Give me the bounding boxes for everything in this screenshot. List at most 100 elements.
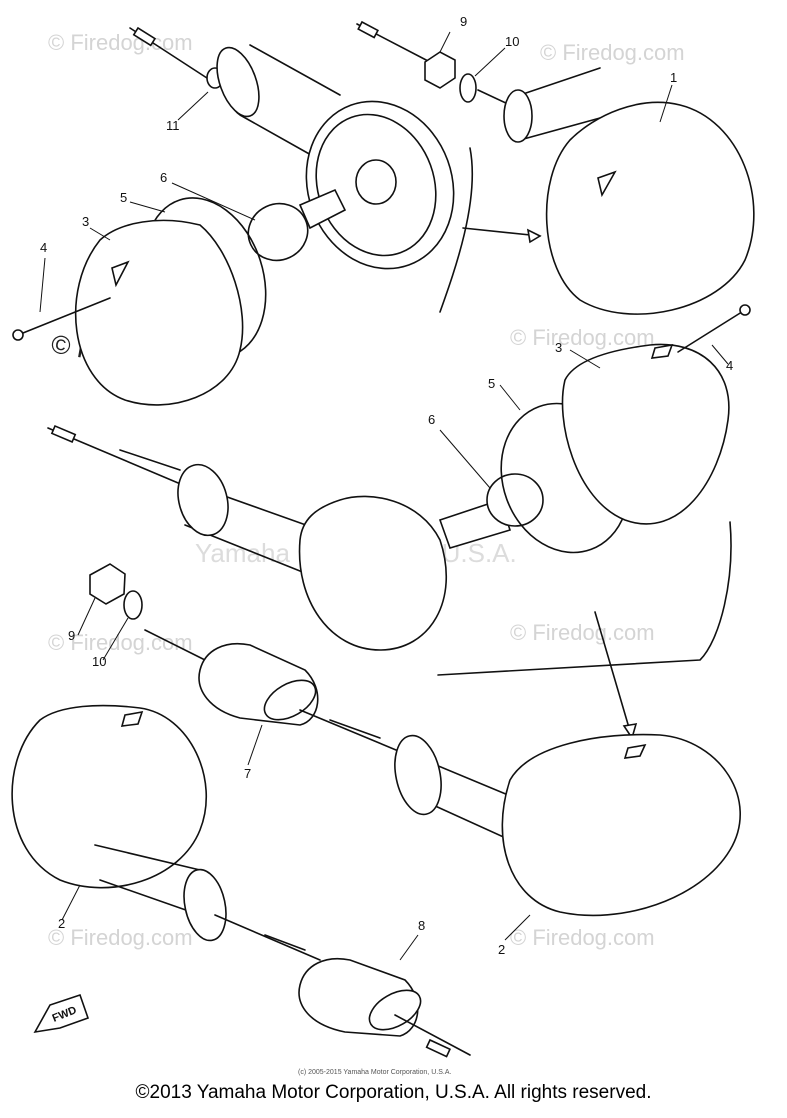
leader-4 bbox=[711, 344, 729, 365]
arrow-line bbox=[462, 227, 541, 237]
upper-right-assembly bbox=[356, 20, 755, 315]
bulb-socket bbox=[298, 188, 347, 230]
lens-slot bbox=[111, 260, 130, 288]
callout-1: 1 bbox=[670, 70, 677, 85]
callout-6: 6 bbox=[428, 412, 435, 427]
callout-3: 3 bbox=[555, 340, 562, 355]
leader-3 bbox=[89, 227, 111, 241]
leader-6 bbox=[171, 182, 256, 221]
watermark-firedog: © Firedog.com bbox=[48, 30, 193, 55]
callout-2: 2 bbox=[498, 942, 505, 957]
callout-8: 8 bbox=[418, 918, 425, 933]
screw-head bbox=[12, 329, 24, 341]
threaded-stud bbox=[264, 934, 306, 951]
bracket bbox=[439, 147, 474, 313]
wire-connector bbox=[132, 26, 157, 47]
screw-4 bbox=[17, 297, 111, 336]
leader-5 bbox=[129, 201, 166, 213]
washer-10 bbox=[123, 590, 143, 620]
stem-bottom-edge bbox=[99, 879, 201, 916]
stem-flange bbox=[183, 868, 227, 942]
wire-connector bbox=[425, 1038, 452, 1058]
footer-copyright: ©2013 Yamaha Motor Corporation, U.S.A. A… bbox=[135, 1082, 652, 1103]
callout-2: 2 bbox=[58, 916, 65, 931]
lamp-body bbox=[298, 495, 448, 651]
screw-4 bbox=[677, 309, 746, 353]
leader-9 bbox=[439, 31, 451, 53]
leader-6 bbox=[439, 429, 491, 489]
lens-slot bbox=[120, 710, 144, 727]
lens-slot bbox=[597, 170, 617, 198]
leader-5 bbox=[499, 384, 521, 411]
wire-connector bbox=[357, 20, 379, 39]
stem-flange bbox=[394, 734, 442, 816]
callout-11: 11 bbox=[166, 118, 180, 133]
connector-socket bbox=[263, 679, 317, 721]
callout-10: 10 bbox=[92, 654, 106, 669]
leader-4 bbox=[39, 257, 46, 313]
stem-top-edge bbox=[519, 67, 601, 96]
arrow-line bbox=[594, 611, 633, 739]
stem-top-edge bbox=[94, 844, 201, 871]
wire bbox=[214, 914, 321, 961]
arrow-head bbox=[526, 228, 542, 244]
leader-7 bbox=[247, 724, 263, 766]
washer-10 bbox=[459, 73, 477, 103]
socket-hole bbox=[355, 159, 397, 205]
upper-left-assembly bbox=[12, 26, 542, 406]
watermark-firedog: © Firedog.com bbox=[510, 925, 655, 950]
threaded-stud bbox=[119, 449, 181, 471]
lens-slot bbox=[623, 743, 647, 759]
callout-3: 3 bbox=[82, 214, 89, 229]
wire-connector bbox=[50, 424, 77, 444]
watermark-firedog: © Firedog.com bbox=[540, 40, 685, 65]
stem-flange bbox=[216, 46, 260, 118]
forward-indicator: FWD bbox=[33, 993, 90, 1034]
callout-10: 10 bbox=[505, 34, 519, 49]
leader-9 bbox=[77, 597, 96, 636]
fwd-arrow-icon bbox=[33, 993, 90, 1034]
watermark-firedog: © Firedog.com bbox=[48, 925, 193, 950]
bulb-6 bbox=[247, 202, 309, 262]
bracket bbox=[437, 521, 732, 676]
leader-10 bbox=[102, 617, 129, 661]
lamp-2-left bbox=[11, 704, 208, 889]
leader-3 bbox=[569, 349, 601, 369]
lower-assembly bbox=[11, 563, 741, 1058]
callout-labels: 1 2 2 3 3 4 4 5 5 6 6 7 8 9 9 10 10 11 bbox=[40, 14, 733, 957]
nut-9 bbox=[424, 51, 456, 89]
threaded-stud bbox=[329, 719, 381, 739]
callout-4: 4 bbox=[40, 240, 47, 255]
leader-8 bbox=[399, 934, 419, 961]
lamp-1 bbox=[545, 101, 755, 315]
lens-3 bbox=[561, 343, 730, 525]
stud bbox=[477, 89, 511, 106]
watermark-firedog: © Firedog.com bbox=[510, 325, 655, 350]
screw-head bbox=[739, 304, 751, 316]
nut-9 bbox=[89, 563, 126, 605]
callout-4: 4 bbox=[726, 358, 733, 373]
small-copyright: (c) 2005-2015 Yamaha Motor Corporation, … bbox=[298, 1069, 451, 1076]
callout-5: 5 bbox=[120, 190, 127, 205]
lens-3 bbox=[74, 219, 244, 406]
bulb-6 bbox=[486, 473, 544, 527]
middle-assembly bbox=[47, 304, 751, 740]
lamp-2-right bbox=[501, 733, 741, 917]
leader-1 bbox=[659, 84, 673, 123]
stem-upper-edge bbox=[249, 44, 341, 96]
callout-7: 7 bbox=[244, 766, 251, 781]
watermark-firedog: © Firedog.com bbox=[510, 620, 655, 645]
stem-flange bbox=[177, 463, 229, 537]
lens-slot bbox=[650, 343, 674, 359]
callout-9: 9 bbox=[68, 628, 75, 643]
leader-2 bbox=[61, 884, 81, 921]
connector-socket bbox=[368, 989, 422, 1031]
callout-6: 6 bbox=[160, 170, 167, 185]
wire bbox=[394, 1014, 471, 1056]
leader-11 bbox=[177, 91, 209, 121]
leader-2 bbox=[504, 914, 531, 941]
callout-9: 9 bbox=[460, 14, 467, 29]
stem-bottom-edge bbox=[519, 117, 601, 141]
leader-10 bbox=[474, 47, 506, 77]
